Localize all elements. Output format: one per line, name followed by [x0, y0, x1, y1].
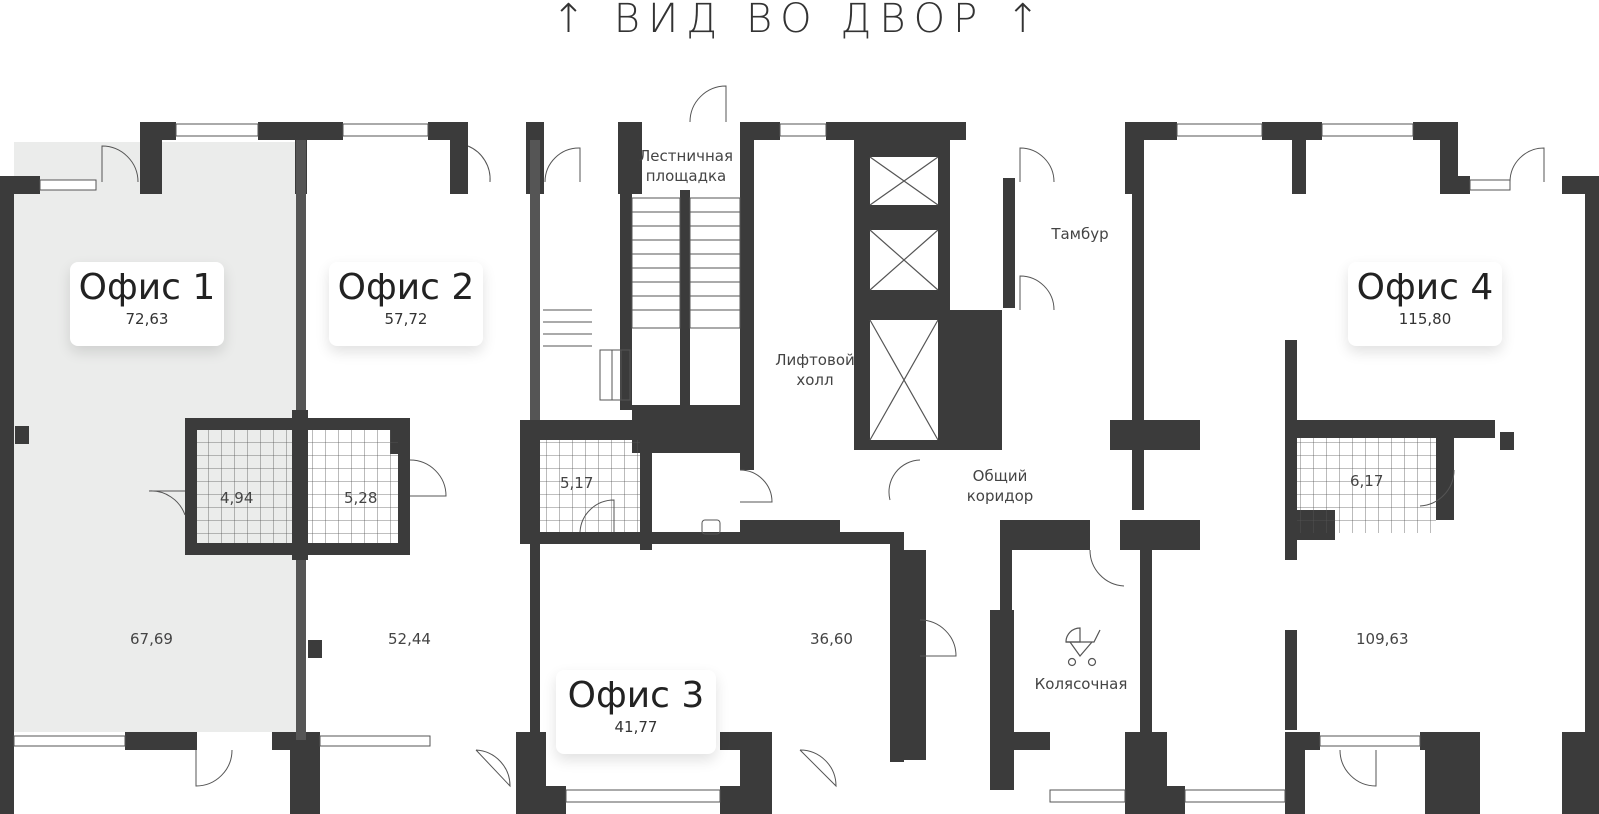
- office-4-area: 115,80: [1398, 310, 1452, 328]
- walls: [0, 122, 1599, 814]
- office-4-card[interactable]: Офис 4 115,80: [1348, 262, 1502, 346]
- elevators: [869, 156, 939, 441]
- stroller-icon: [1065, 627, 1101, 667]
- doors: [101, 85, 1545, 788]
- area-o2-main: 52,44: [388, 630, 431, 648]
- room-label-corridor: Общий коридор: [966, 467, 1034, 505]
- office-3-name: Офис 3: [567, 675, 705, 716]
- room-label-vestibule: Тамбур: [1051, 225, 1109, 243]
- office-1-name: Офис 1: [78, 267, 216, 308]
- office-1-area: 72,63: [125, 310, 169, 328]
- office-1-card[interactable]: Офис 1 72,63: [70, 262, 224, 346]
- office-2-name: Офис 2: [337, 267, 475, 308]
- sink-icon: [701, 519, 721, 535]
- room-label-stroller: Колясочная: [1034, 675, 1128, 693]
- office-2-area: 57,72: [384, 310, 428, 328]
- office-2-card[interactable]: Офис 2 57,72: [329, 262, 483, 346]
- area-o3-wc: 5,17: [560, 474, 594, 492]
- area-o4-main: 109,63: [1356, 630, 1409, 648]
- area-o2-wc: 5,28: [344, 489, 378, 507]
- area-o1-main: 67,69: [130, 630, 173, 648]
- windows: [13, 123, 1511, 803]
- room-label-lift-hall: Лифтовой холл: [775, 351, 855, 389]
- office-3-card[interactable]: Офис 3 41,77: [556, 670, 716, 754]
- wet-rooms: [197, 430, 1436, 543]
- office-3-area: 41,77: [614, 718, 658, 736]
- area-o4-wc: 6,17: [1350, 472, 1384, 490]
- area-o3-main: 36,60: [810, 630, 853, 648]
- room-label-stair: Лестничная площадка: [639, 147, 733, 185]
- staircase: [543, 197, 741, 401]
- office-4-name: Офис 4: [1356, 267, 1494, 308]
- view-heading: ↑ ВИД ВО ДВОР ↑: [551, 0, 1048, 42]
- area-o1-wc: 4,94: [220, 489, 254, 507]
